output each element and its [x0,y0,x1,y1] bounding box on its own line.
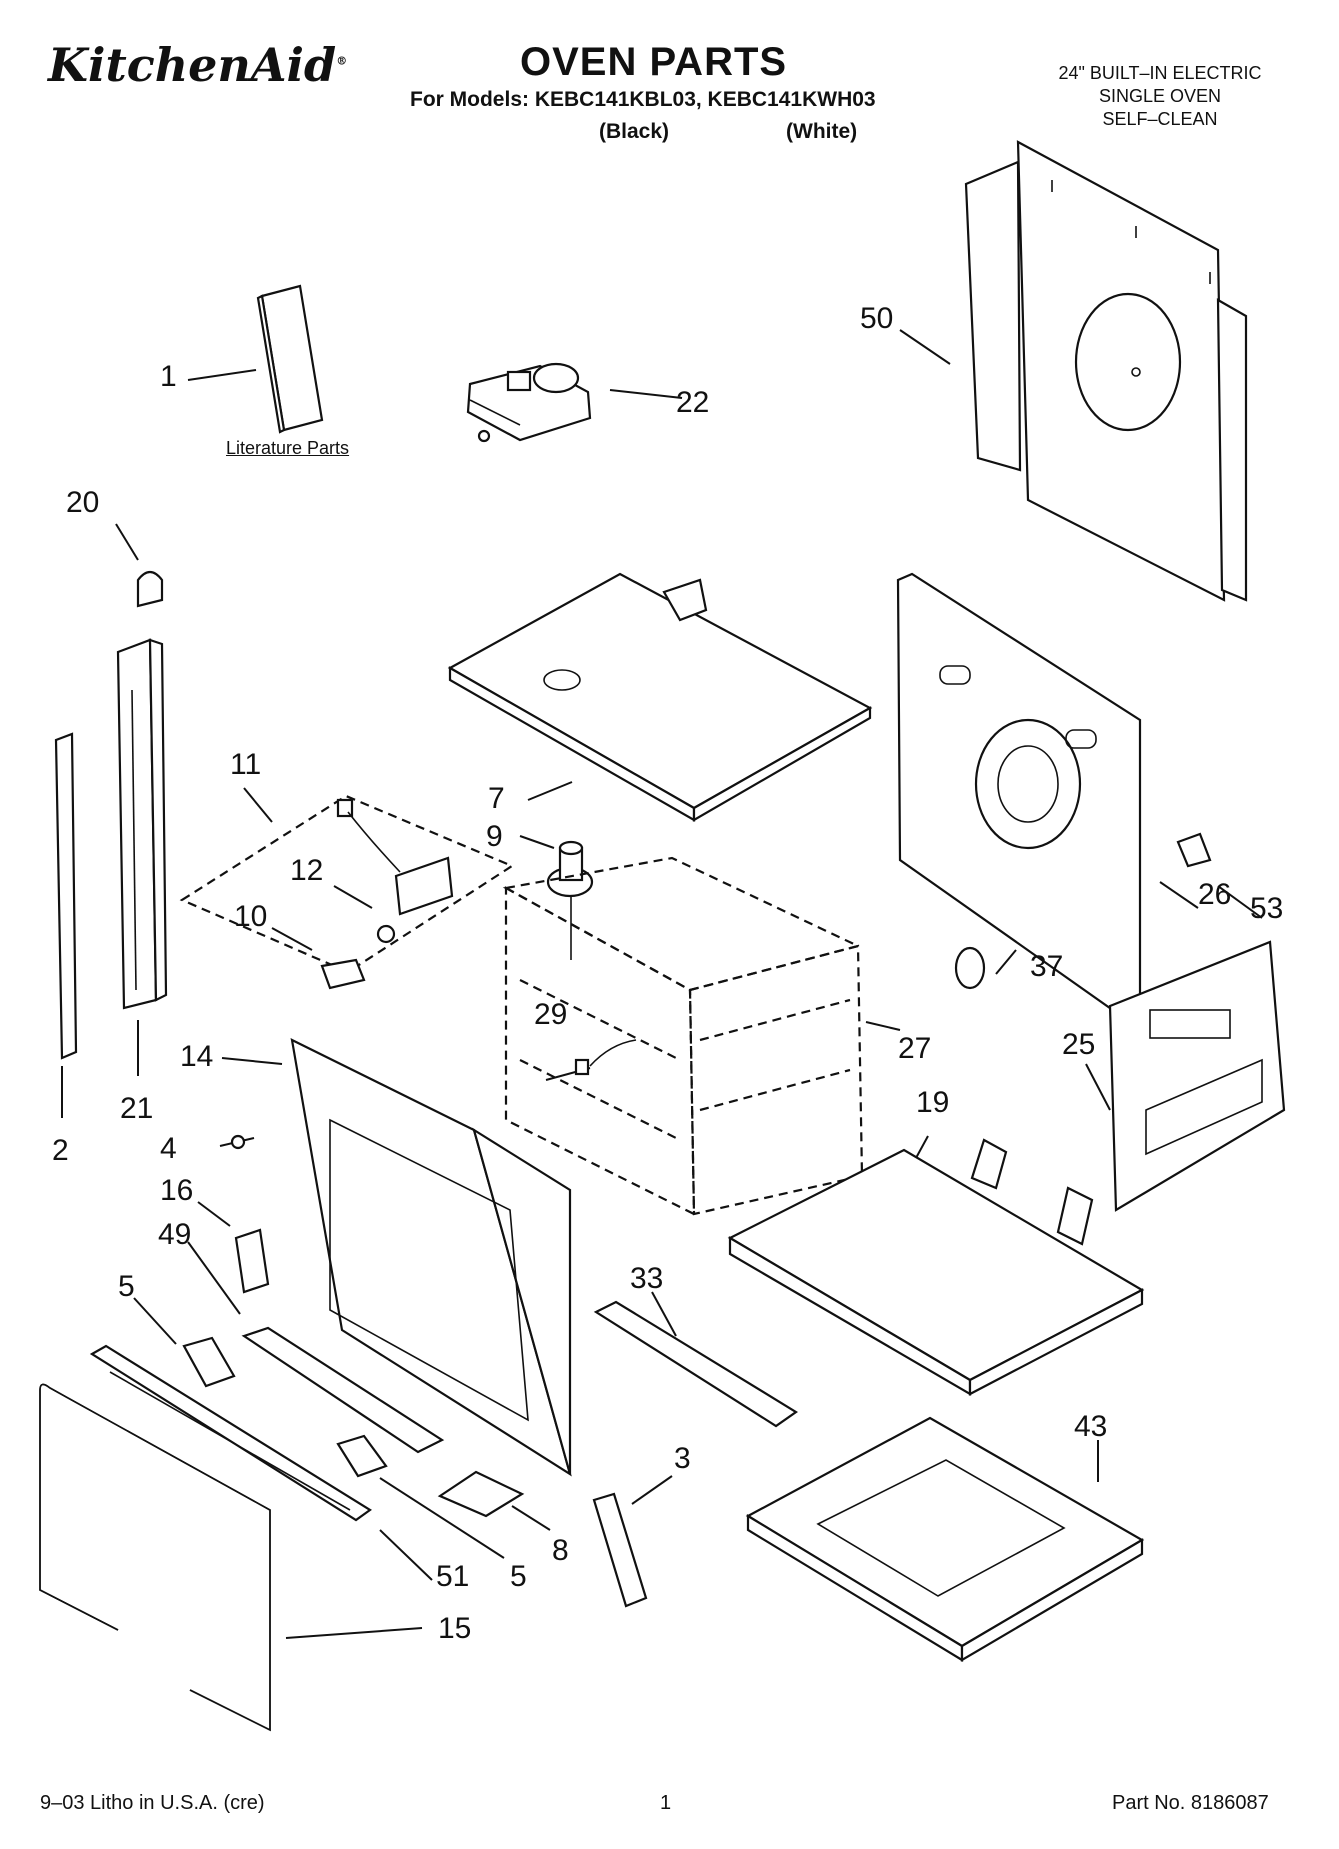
spacer-block-2 [336,1434,388,1478]
brand-logo: KitchenAid® [48,38,347,92]
door-gasket [39,1383,271,1732]
top-panel [447,572,873,822]
registered-mark: ® [336,54,348,68]
callout-8: 8 [552,1534,569,1567]
callout-27: 27 [898,1032,931,1065]
callout-11: 11 [230,748,261,781]
literature-booklet [256,284,324,434]
bracket-8 [437,1470,525,1518]
part-number: Part No. 8186087 [1112,1792,1269,1814]
callout-33: 33 [630,1262,663,1295]
callout-16: 16 [160,1174,193,1207]
back-frame [896,572,1142,1020]
side-trim-21 [116,638,168,1010]
bracket-3 [592,1492,648,1608]
convection-fan-motor [546,840,594,960]
leader-lines [61,329,1263,1639]
insulation-strip-49 [241,1326,445,1454]
callout-25: 25 [1062,1028,1095,1061]
callout-2: 2 [52,1134,69,1167]
callout-3: 3 [674,1442,691,1475]
spec-line-3: SELF–CLEAN [1102,109,1218,129]
bottom-panel [727,1138,1145,1396]
callout-53: 53 [1250,892,1283,925]
front-frame [290,1038,572,1477]
bottom-pan [745,1416,1145,1662]
callout-15: 15 [438,1612,471,1645]
callout-9: 9 [486,820,503,853]
temperature-sensor [545,1039,637,1081]
callout-5-lower: 5 [510,1560,527,1593]
page-title: OVEN PARTS [520,40,788,84]
callout-7: 7 [488,782,505,815]
brand-name: KitchenAid [48,38,337,92]
print-info: 9–03 Litho in U.S.A. (cre) [40,1792,265,1814]
spacer-block [182,1336,236,1388]
side-trim-2 [54,732,78,1060]
trim-cap [136,570,164,608]
callout-10: 10 [234,900,267,933]
callout-12: 12 [290,854,323,887]
callout-50: 50 [860,302,893,335]
callout-1: 1 [160,360,177,393]
callout-21: 21 [120,1092,153,1125]
spec-line-2: SINGLE OVEN [1098,86,1222,106]
callout-19: 19 [916,1086,949,1119]
callout-29: 29 [534,998,567,1031]
motor-control-assembly [466,362,592,443]
light-assembly-group [179,794,515,990]
callout-51: 51 [436,1560,469,1593]
callout-37: 37 [1030,950,1063,983]
page-number: 1 [660,1792,672,1814]
callout-22: 22 [676,386,709,419]
front-vent [89,1344,372,1522]
color-black-label: (Black) [599,120,670,143]
rear-panel [964,140,1248,602]
product-spec: 24" BUILT–IN ELECTRIC SINGLE OVEN SELF–C… [1040,62,1280,131]
callout-5: 5 [118,1270,135,1303]
callout-4: 4 [160,1132,177,1165]
literature-parts-label: Literature Parts [226,438,350,458]
callout-49: 49 [158,1218,191,1251]
side-panel [1108,940,1286,1212]
hinge-receptacle [234,1228,270,1294]
thermostat [954,946,986,990]
bracket-53 [1176,832,1212,868]
models-line: For Models: KEBC141KBL03, KEBC141KWH03 [410,88,876,111]
screw [219,1134,255,1150]
color-white-label: (White) [786,120,858,143]
trim-33 [593,1300,799,1428]
callout-43: 43 [1074,1410,1107,1443]
oven-liner [502,856,864,1216]
callout-26: 26 [1198,878,1231,911]
callout-20: 20 [66,486,99,519]
callout-14: 14 [180,1040,213,1073]
spec-line-1: 24" BUILT–IN ELECTRIC [1058,63,1262,83]
callout-labels: 1 22 50 20 11 7 9 12 10 53 26 37 29 27 2… [52,302,1283,1645]
